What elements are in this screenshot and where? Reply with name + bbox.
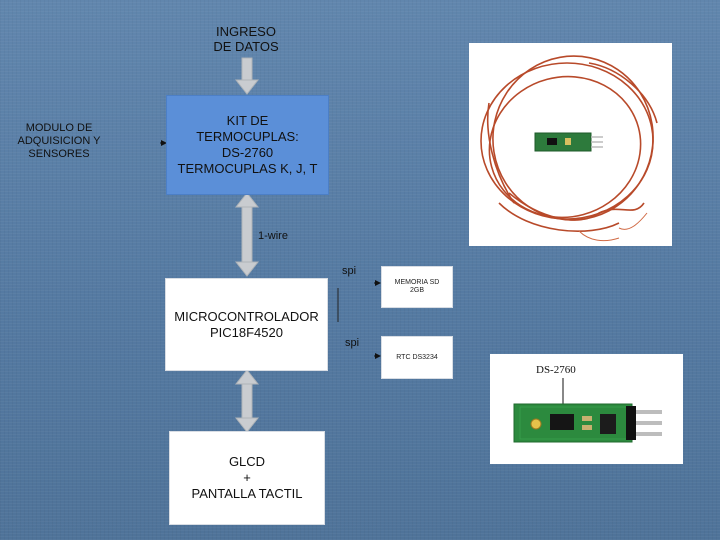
kit-termocuplas-box: KIT DE TERMOCUPLAS: DS-2760 TERMOCUPLAS …	[166, 95, 329, 195]
kit-termocuplas-label: KIT DE TERMOCUPLAS: DS-2760 TERMOCUPLAS …	[178, 113, 318, 177]
rtc-box: RTC DS3234	[381, 336, 453, 379]
ingreso-label: INGRESO DE DATOS	[196, 24, 296, 54]
arrow-kit-micro	[236, 193, 258, 276]
one-wire-label: 1-wire	[258, 229, 298, 244]
glcd-label: GLCD + PANTALLA TACTIL	[191, 454, 302, 502]
rtc-label: RTC DS3234	[396, 354, 438, 362]
modulo-label: MODULO DE ADQUISICION Y SENSORES	[4, 122, 114, 161]
glcd-box: GLCD + PANTALLA TACTIL	[169, 431, 325, 525]
memoria-sd-box: MEMORIA SD 2GB	[381, 266, 453, 308]
microcontrolador-box: MICROCONTROLADOR PIC18F4520	[165, 278, 328, 371]
arrow-ingreso-to-kit	[236, 58, 258, 94]
ds2760-board-image	[490, 354, 683, 464]
microcontrolador-label: MICROCONTROLADOR PIC18F4520	[174, 309, 318, 341]
thermocouple-wire-image	[469, 43, 672, 246]
spi-bottom-label: spi	[345, 336, 375, 351]
thermocouple-photo	[469, 43, 672, 246]
arrow-micro-glcd	[236, 370, 258, 432]
ds2760-photo: DS-2760	[490, 354, 683, 464]
spi-top-label: spi	[342, 264, 372, 279]
memoria-sd-label: MEMORIA SD 2GB	[395, 279, 440, 295]
